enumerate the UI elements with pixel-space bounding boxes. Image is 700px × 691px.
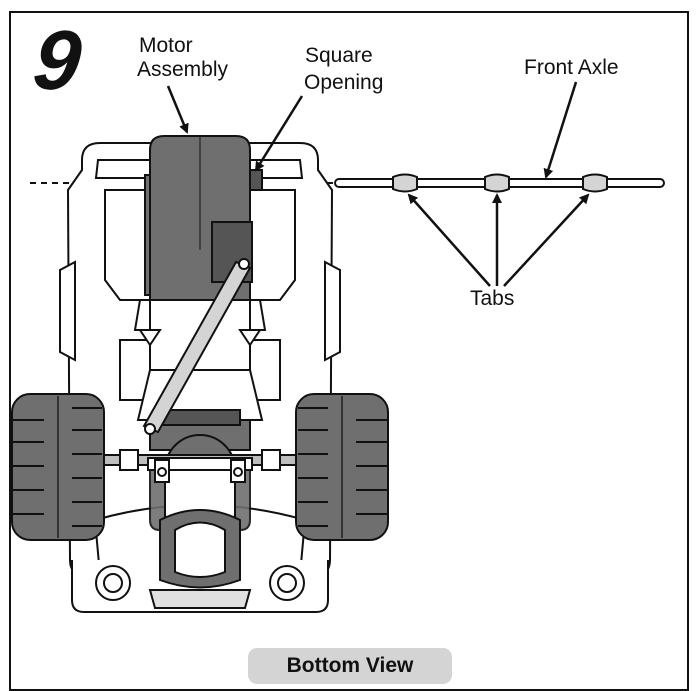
square-label-line1: Square xyxy=(305,44,373,67)
motor-arrow xyxy=(166,85,189,134)
callout-arrows xyxy=(166,81,590,287)
square-label-line2: Opening xyxy=(304,71,384,94)
bottom-view-caption: Bottom View xyxy=(248,648,452,684)
front-axle-arrow xyxy=(543,81,578,179)
square-opening-arrow xyxy=(254,95,304,172)
motor-label-line2: Assembly xyxy=(137,58,229,81)
front-axle-label: Front Axle xyxy=(524,56,619,79)
rear-housing xyxy=(136,299,264,589)
push-rod xyxy=(142,258,252,435)
tab-arrow-left xyxy=(407,193,491,287)
right-wheel xyxy=(295,393,389,541)
left-wheel xyxy=(11,393,105,541)
tab-arrow-right xyxy=(503,193,590,287)
motor-label-line1: Motor xyxy=(139,34,193,57)
step-number: 9 xyxy=(29,13,86,107)
rear-axle xyxy=(101,449,299,483)
tabs-label: Tabs xyxy=(470,287,515,310)
front-axle xyxy=(334,173,665,193)
